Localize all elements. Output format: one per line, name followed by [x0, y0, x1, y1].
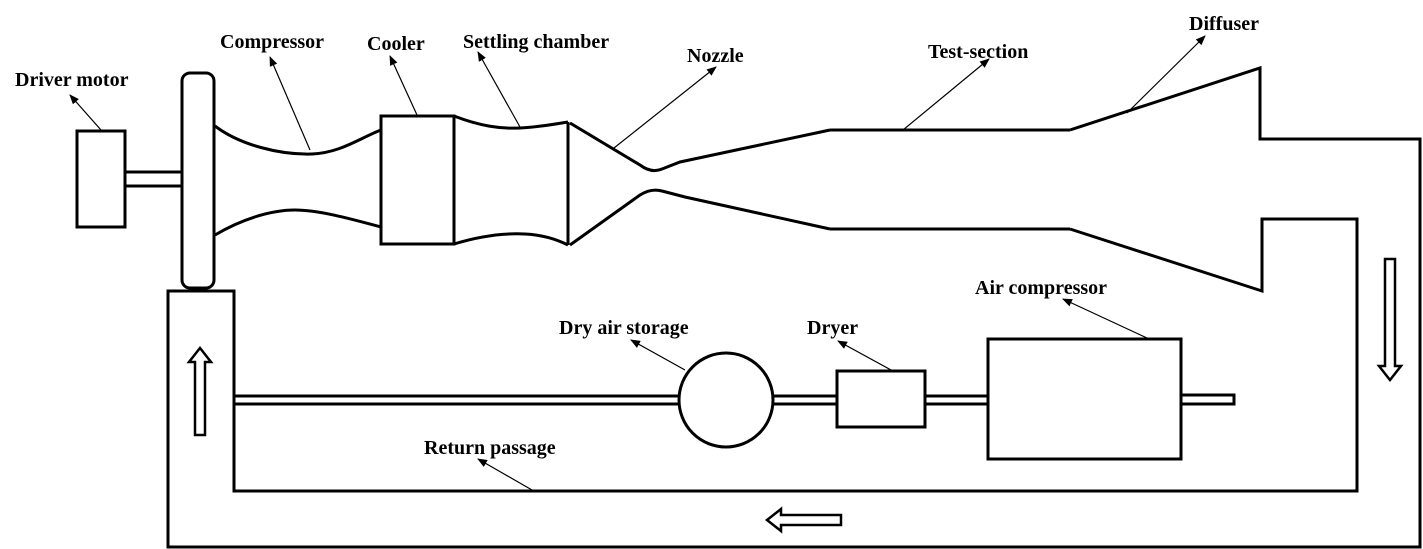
nozzle: [569, 121, 831, 247]
fan-disc: [180, 71, 216, 290]
air-compressor: [986, 337, 1183, 461]
label-return-passage: Return passage: [424, 437, 556, 459]
settling-chamber: [453, 114, 570, 247]
label-air-compressor: Air compressor: [975, 277, 1107, 299]
label-settling-chamber: Settling chamber: [463, 31, 609, 53]
compressor-section: [214, 124, 382, 237]
cooler: [379, 114, 456, 246]
flow-arrow-up-icon: [186, 345, 214, 437]
flow-arrow-down-icon: [1376, 257, 1404, 383]
flow-arrow-left-icon: [764, 506, 843, 534]
label-nozzle: Nozzle: [687, 45, 744, 67]
label-diffuser: Diffuser: [1189, 13, 1259, 35]
label-driver-motor: Driver motor: [15, 69, 129, 91]
label-compressor: Compressor: [220, 31, 324, 53]
label-dry-air-storage: Dry air storage: [559, 317, 689, 339]
driver-motor: [75, 129, 184, 229]
leader-lines: [69, 35, 1206, 491]
test-section: [830, 128, 1070, 231]
air-supply-pipe: [234, 393, 1236, 406]
label-dryer: Dryer: [807, 317, 858, 339]
label-test-section: Test-section: [928, 41, 1028, 63]
dry-air-storage: [677, 351, 775, 449]
dryer: [835, 369, 927, 429]
label-cooler: Cooler: [367, 33, 425, 55]
diffuser: [166, 65, 1422, 549]
